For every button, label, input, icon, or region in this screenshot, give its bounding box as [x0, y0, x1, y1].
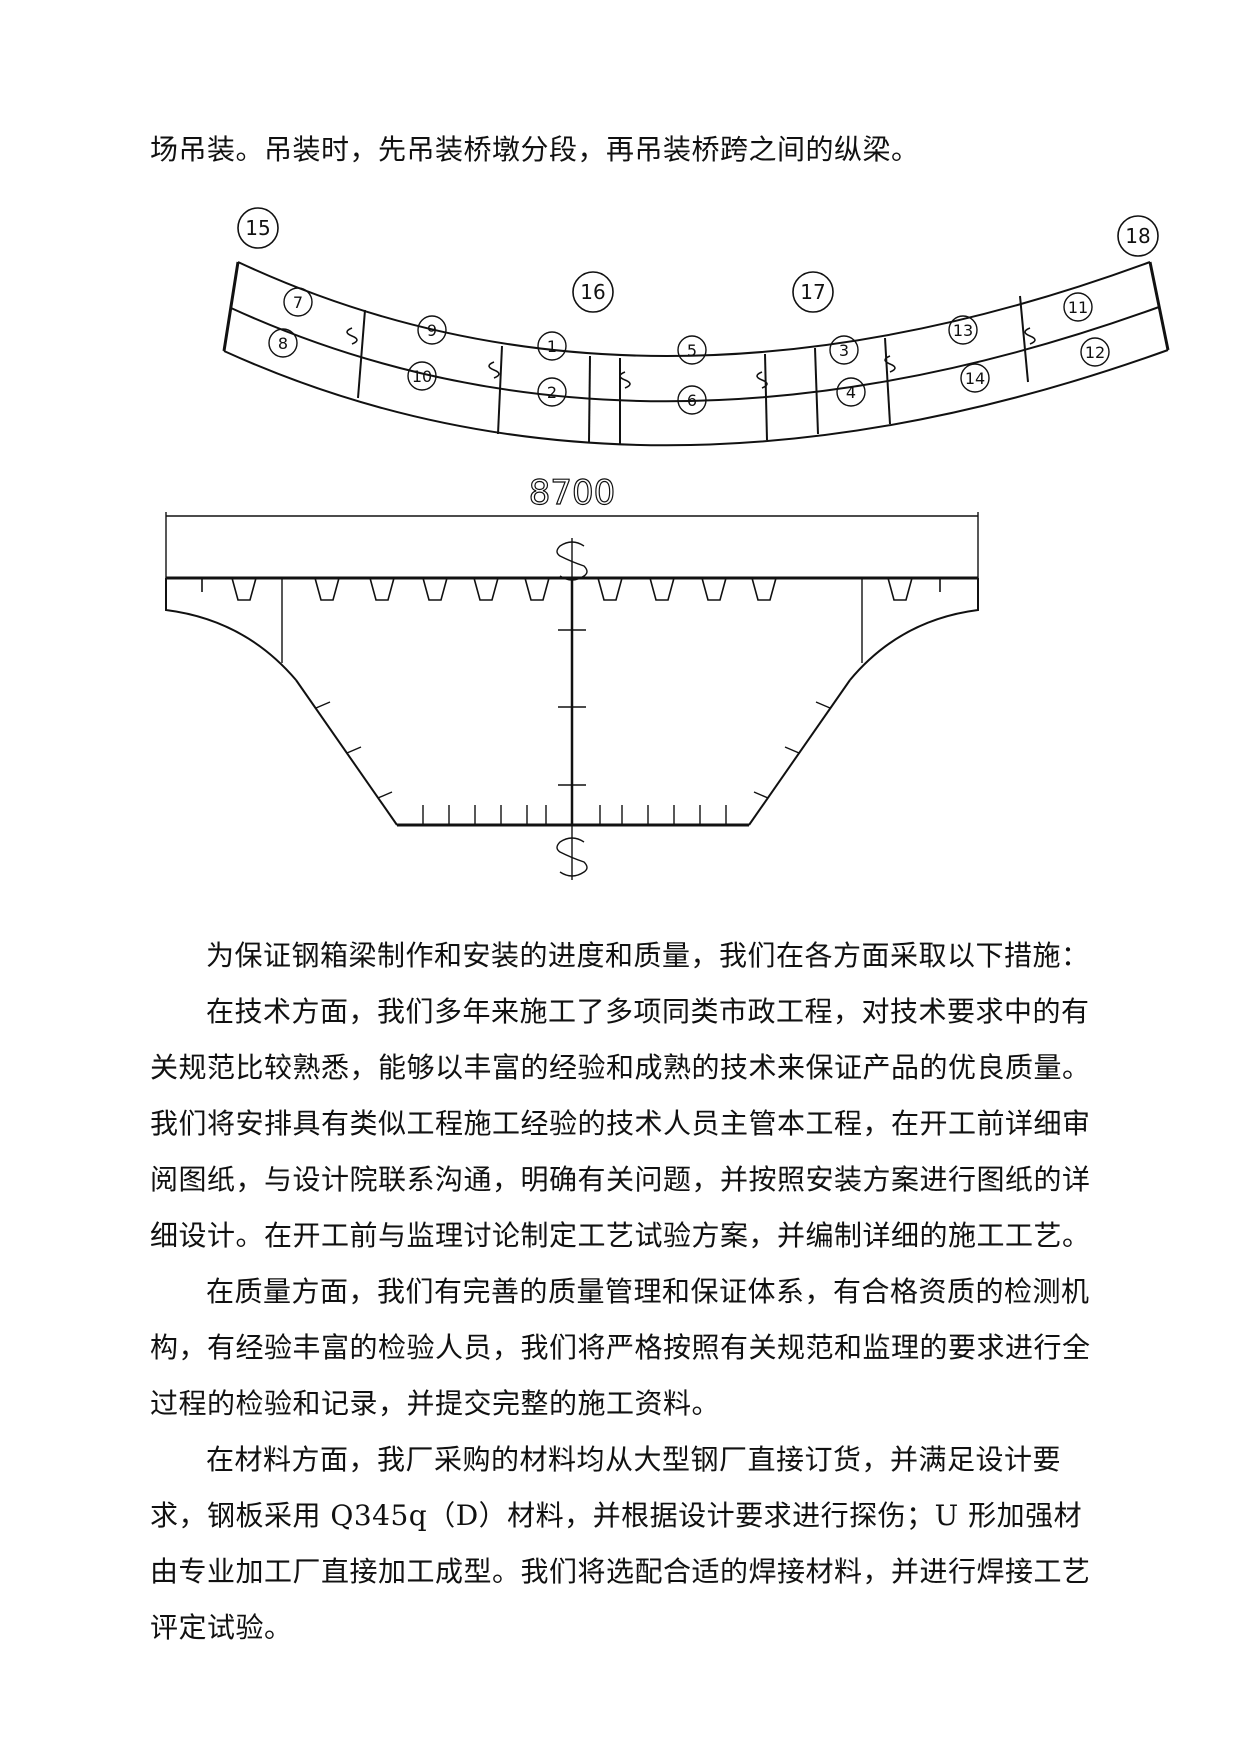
segment-label: 8: [278, 334, 288, 353]
segment-label: 10: [412, 367, 432, 386]
segment-label: 1: [547, 337, 557, 356]
width-dimension-label: 8700: [529, 473, 616, 513]
segment-label: 13: [953, 321, 973, 340]
segment-label: 4: [846, 383, 856, 402]
segment-label: 2: [547, 383, 557, 402]
body-paragraph: 在材料方面，我厂采购的材料均从大型钢厂直接订货，并满足设计要求，钢板采用 Q34…: [150, 1443, 1091, 1644]
segment-label: 12: [1085, 343, 1105, 362]
segment-label: 6: [687, 391, 697, 410]
body-paragraph: 在质量方面，我们有完善的质量管理和保证体系，有合格资质的检测机构，有经验丰富的检…: [150, 1275, 1091, 1420]
body-paragraph: 为保证钢箱梁制作和安装的进度和质量，我们在各方面采取以下措施：: [206, 939, 1090, 972]
segment-label: 9: [427, 321, 437, 340]
segment-label: 7: [293, 293, 303, 312]
girder-cross-section-diagram: 8700: [165, 472, 979, 880]
pier-label: 15: [245, 216, 270, 240]
segment-label: 3: [839, 341, 849, 360]
intro-line: 场吊装。吊装时，先吊装桥墩分段，再吊装桥跨之间的纵梁。: [150, 133, 920, 166]
pier-label: 16: [580, 280, 605, 304]
pier-label: 17: [800, 280, 825, 304]
segment-label: 11: [1068, 298, 1088, 317]
pier-label: 18: [1125, 224, 1150, 248]
body-paragraph: 在技术方面，我们多年来施工了多项同类市政工程，对技术要求中的有关规范比较熟悉，能…: [150, 995, 1091, 1252]
segment-label: 14: [965, 369, 985, 388]
segment-label: 5: [687, 341, 697, 360]
girder-plan-diagram: 15 16 17 18 7 8 9 10 1 2 5 6 3 4 13 14 1…: [222, 207, 1170, 447]
